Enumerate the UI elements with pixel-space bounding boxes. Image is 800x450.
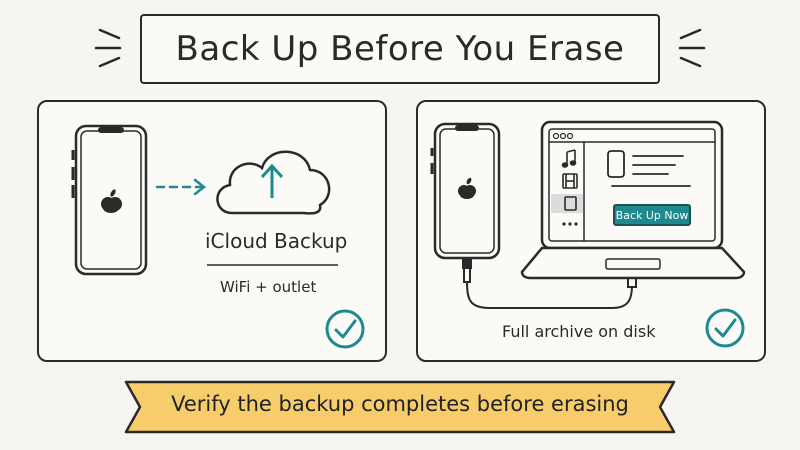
- check-circle-icon-right: [705, 308, 745, 348]
- icloud-heading: iCloud Backup: [205, 229, 348, 253]
- sidebar-selected-row: [551, 194, 583, 213]
- icloud-subtext: WiFi + outlet: [220, 278, 317, 296]
- title-sparkles-right: [678, 28, 706, 68]
- page-title: Back Up Before You Erase: [175, 29, 625, 69]
- device-icon-small: [564, 196, 577, 211]
- cloud-upload-icon: [216, 150, 331, 215]
- title-sparkles-left: [94, 28, 122, 68]
- archive-caption: Full archive on disk: [502, 322, 656, 341]
- content-lines: [611, 155, 691, 187]
- banner-ribbon: [124, 380, 676, 434]
- more-dots-icon: [562, 222, 578, 226]
- apple-logo-icon-right: [458, 177, 476, 199]
- dashed-arrow-icon: [155, 178, 207, 196]
- usb-cable-icon: [462, 257, 637, 309]
- device-thumbnail-icon: [607, 150, 625, 178]
- title-box: Back Up Before You Erase: [140, 14, 660, 84]
- window-dots-icon: [552, 132, 574, 140]
- back-up-now-button[interactable]: Back Up Now: [613, 204, 691, 226]
- banner-text: Verify the backup completes before erasi…: [171, 392, 629, 416]
- check-circle-icon-left: [325, 309, 365, 349]
- music-note-icon: [561, 149, 577, 168]
- apple-logo-icon: [101, 189, 122, 213]
- film-icon: [562, 173, 578, 189]
